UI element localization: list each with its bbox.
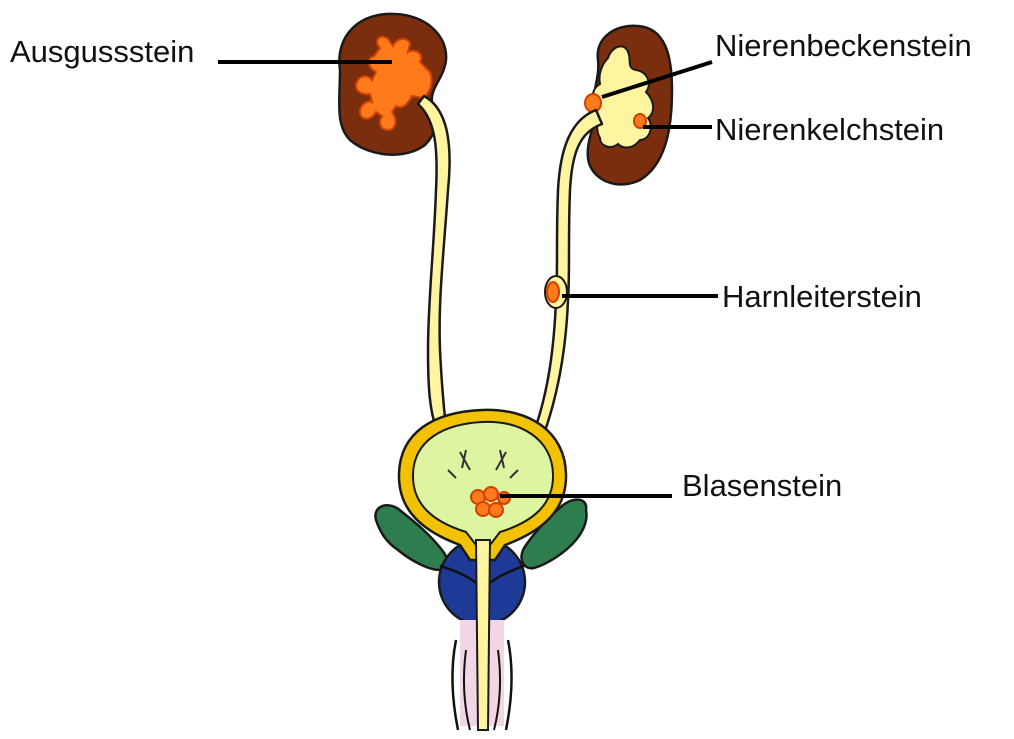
bladder-stone: [484, 487, 498, 501]
label-ausgussstein: Ausgussstein: [10, 34, 194, 69]
bladder-stone: [476, 502, 490, 516]
left-kidney: [339, 14, 446, 155]
renal-pelvis-stone: [585, 94, 601, 112]
label-nierenbeckenstein: Nierenbeckenstein: [715, 28, 972, 63]
label-nierenkelchstein: Nierenkelchstein: [715, 112, 944, 147]
bladder-stone: [489, 503, 503, 517]
ureteral-stone-group: [545, 276, 567, 308]
ureteral-stone: [547, 282, 559, 302]
urethra: [476, 540, 490, 730]
right-kidney: [585, 26, 672, 185]
label-harnleiterstein: Harnleiterstein: [722, 279, 922, 314]
label-blasenstein: Blasenstein: [682, 468, 842, 503]
